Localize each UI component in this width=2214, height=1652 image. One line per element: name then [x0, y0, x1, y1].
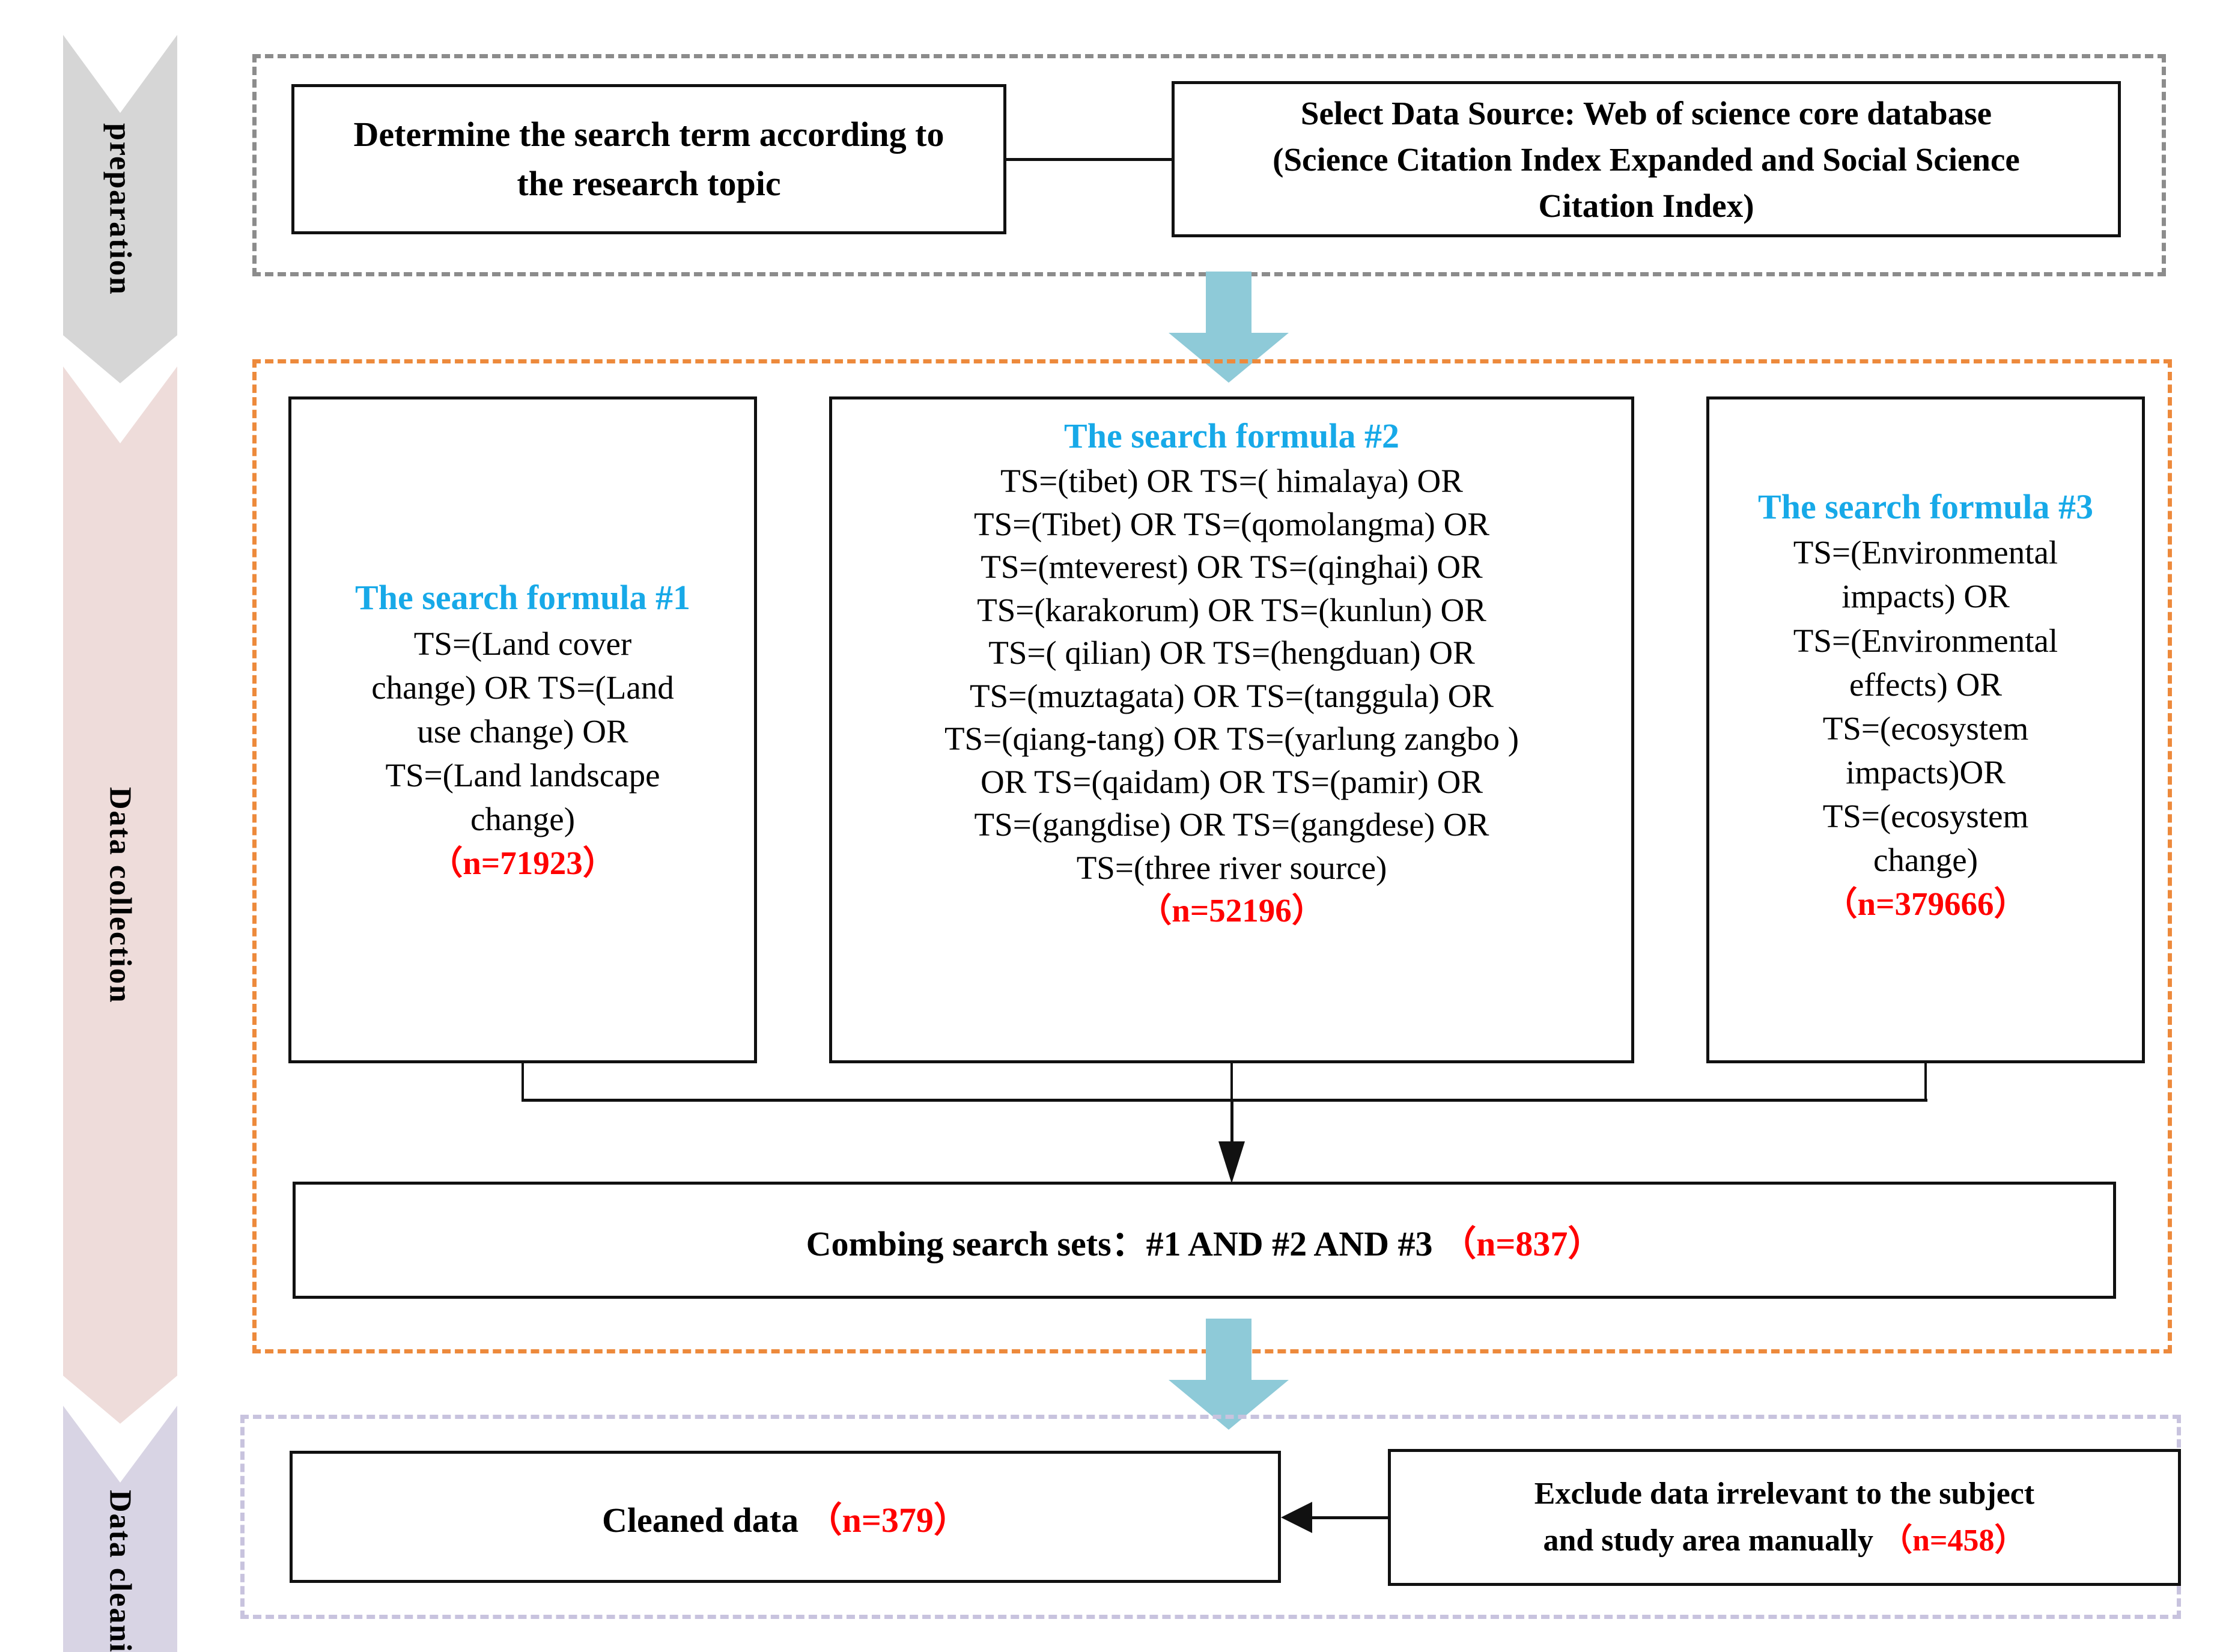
combine-text: Combing search sets：#1 AND #2 AND #3 — [806, 1224, 1433, 1263]
determine-line-1: Determine the search term according to — [353, 114, 944, 154]
formula-2-line-4: TS=(karakorum) OR TS=(kunlun) OR — [977, 591, 1486, 628]
connector-exclude-to-cleaned — [1286, 1516, 1389, 1519]
box-cleaned-data[interactable]: Cleaned data （n=379） — [290, 1451, 1281, 1583]
stage-label-data-cleaning: Data cleaning — [103, 1489, 138, 1652]
big-arrow-collection-to-cleaning — [1169, 1319, 1289, 1430]
formula-3-line-3: TS=(Environmental — [1793, 622, 2058, 659]
formula-1-line-5: change) — [470, 801, 576, 838]
cleaned-text: Cleaned data — [602, 1501, 799, 1540]
chevron-shape-preparation — [63, 35, 177, 383]
connector-bus-horizontal — [522, 1099, 1927, 1102]
chevron-shape-data-cleaning — [63, 1406, 177, 1652]
formula-3-line-2: impacts) OR — [1841, 578, 2010, 615]
stage-data-collection: Data collection — [63, 366, 177, 1424]
formula-1-line-3: use change) OR — [417, 713, 628, 750]
formula-2-line-1: TS=(tibet) OR TS=( himalaya) OR — [1000, 463, 1463, 500]
box-combine-search-sets[interactable]: Combing search sets：#1 AND #2 AND #3 （n=… — [293, 1182, 2116, 1299]
connector-f2-stub — [1230, 1063, 1233, 1101]
formula-2-line-8: OR TS=(qaidam) OR TS=(pamir) OR — [980, 763, 1483, 800]
box-determine-search-term[interactable]: Determine the search term according to t… — [291, 84, 1006, 234]
box-search-formula-1[interactable]: The search formula #1 TS=(Land cover cha… — [288, 396, 757, 1063]
formula-1-line-2: change) OR TS=(Land — [371, 669, 674, 706]
formula-2-line-9: TS=(gangdise) OR TS=(gangdese) OR — [974, 806, 1489, 843]
data-source-line-1: Select Data Source: Web of science core … — [1300, 94, 1992, 132]
arrowhead-to-combine — [1218, 1141, 1245, 1183]
formula-2-line-10: TS=(three river source) — [1076, 849, 1387, 886]
formula-1-count: （n=71923） — [430, 845, 616, 882]
determine-line-2: the research topic — [517, 164, 781, 203]
formula-1-line-1: TS=(Land cover — [413, 625, 632, 662]
exclude-line-2: and study area manually — [1543, 1523, 1873, 1558]
stage-label-preparation: preparation — [103, 123, 138, 296]
chevron-shape-data-collection — [63, 366, 177, 1424]
formula-2-line-5: TS=( qilian) OR TS=(hengduan) OR — [988, 634, 1475, 672]
box-search-formula-2[interactable]: The search formula #2 TS=(tibet) OR TS=(… — [829, 396, 1634, 1063]
combine-count: （n=837） — [1441, 1224, 1603, 1263]
stage-label-data-collection: Data collection — [103, 786, 138, 1004]
stage-rail: preparation Data collection Data cleanin… — [63, 35, 177, 1652]
formula-2-line-6: TS=(muztagata) OR TS=(tanggula) OR — [969, 677, 1494, 714]
exclude-line-1: Exclude data irrelevant to the subject — [1534, 1477, 2035, 1511]
formula-2-line-7: TS=(qiang-tang) OR TS=(yarlung zangbo ) — [944, 720, 1519, 758]
formula-3-line-1: TS=(Environmental — [1793, 534, 2058, 571]
formula-1-line-4: TS=(Land landscape — [385, 757, 660, 794]
formula-3-heading: The search formula #3 — [1758, 487, 2093, 526]
connector-term-to-source — [1006, 158, 1173, 161]
cleaned-text-wrap: Cleaned data （n=379） — [602, 1492, 969, 1542]
stage-data-cleaning: Data cleaning — [63, 1406, 177, 1652]
formula-2-heading: The search formula #2 — [1064, 416, 1399, 455]
connector-bus-to-combine — [1230, 1099, 1233, 1165]
formula-3-line-5: TS=(ecosystem — [1822, 709, 2029, 747]
box-search-formula-3[interactable]: The search formula #3 TS=(Environmental … — [1706, 396, 2145, 1063]
cleaned-count: （n=379） — [807, 1501, 969, 1540]
formula-3-line-7: TS=(ecosystem — [1822, 798, 2029, 835]
formula-2-line-3: TS=(mteverest) OR TS=(qinghai) OR — [981, 548, 1483, 586]
formula-3-line-4: effects) OR — [1849, 666, 2003, 703]
big-arrow-preparation-to-collection — [1169, 272, 1289, 383]
formula-2-line-2: TS=(Tibet) OR TS=(qomolangma) OR — [973, 505, 1490, 542]
connector-f3-stub — [1924, 1063, 1927, 1101]
formula-1-heading: The search formula #1 — [355, 578, 690, 618]
box-exclude-irrelevant-data[interactable]: Exclude data irrelevant to the subject a… — [1388, 1449, 2181, 1586]
data-source-line-3: Citation Index) — [1538, 187, 1754, 224]
arrowhead-to-cleaned — [1281, 1502, 1312, 1533]
formula-3-count: （n=379666） — [1824, 885, 2027, 923]
formula-2-count: （n=52196） — [1139, 892, 1325, 929]
exclude-line-2-wrap: and study area manually （n=458） — [1543, 1517, 2025, 1564]
connector-f1-stub — [522, 1063, 524, 1101]
combine-text-wrap: Combing search sets：#1 AND #2 AND #3 （n=… — [806, 1215, 1603, 1266]
exclude-count: （n=458） — [1881, 1523, 2026, 1558]
box-select-data-source[interactable]: Select Data Source: Web of science core … — [1172, 81, 2121, 237]
stage-preparation: preparation — [63, 35, 177, 383]
formula-3-line-8: change) — [1873, 842, 1978, 879]
formula-3-line-6: impacts)OR — [1846, 754, 2006, 791]
data-source-line-2: (Science Citation Index Expanded and Soc… — [1273, 141, 2020, 178]
